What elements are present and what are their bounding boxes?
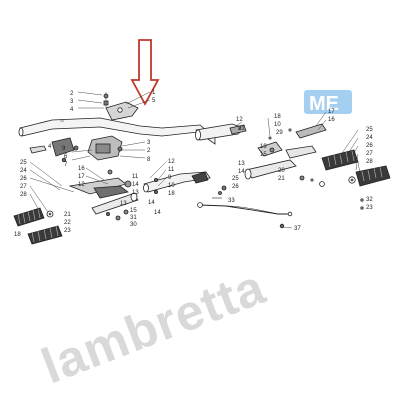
callout: 24 [20,168,27,174]
right-handlebar-tube [195,123,247,141]
callout: 25 [20,160,27,166]
pointer-arrow [130,39,160,106]
callout: 8 [147,157,151,163]
watermark-badge-text: ME [309,93,339,115]
throttle-tube-centre [143,171,211,194]
callouts-right-lower: 32 23 [366,197,373,211]
callout: 37 [294,226,301,232]
callout: 26 [20,176,27,182]
callouts-right-upper: 12 21 10 13 14 29 18 17 16 [236,109,335,175]
handlebar-tube [18,117,216,145]
callout: 13 [238,161,245,167]
right-grip-upper [321,149,359,171]
callout: 9 [168,175,172,181]
left-lever-assembly [68,169,132,199]
callout: 28 [20,192,27,198]
clamp-block-upper [103,92,139,121]
callout: 1 [152,90,156,96]
callout: 30 [130,222,137,228]
callouts-grip-left-bottom: 18 [14,232,21,238]
callout: 17 [78,174,85,180]
callout: 12 [236,117,243,123]
left-grip-upper [13,207,54,227]
callout: 25 [366,127,373,133]
callout: 2 [70,91,74,97]
right-throttle [244,159,325,187]
callouts-grip-left: 25 24 26 27 28 [20,160,27,198]
callouts-right-mid: 19 15 20 21 25 24 26 27 28 [260,127,373,182]
callout: 27 [366,151,373,157]
callout: 6 [64,154,68,160]
callout: 5 [152,98,156,104]
callouts-lever-left: 2 3 1 4 5 6 7 8 9 [62,90,156,168]
callout: 33 [228,198,235,204]
callout: 21 [278,176,285,182]
callouts-grip-left-lower: 16 17 12 11 14 13 30 21 22 23 15 31 14 [64,166,161,234]
callout: 24 [366,135,373,141]
callout: 29 [276,130,283,136]
callout: 18 [168,191,175,197]
callout: 10 [168,183,175,189]
callout: 17 [328,109,335,115]
callout: 21 [64,212,71,218]
callout: 2 [147,148,151,154]
callout: 12 [78,182,85,188]
callout: 14 [238,169,245,175]
callout: 15 [260,152,267,158]
callout: 11 [168,167,175,173]
left-grip-lower [27,225,63,245]
callout: 26 [366,143,373,149]
callout: 20 [278,168,285,174]
callout: 14 [132,182,139,188]
callout: 23 [366,205,373,211]
left-grip-tube [91,192,139,221]
callout: 26 [232,184,239,190]
callout: 16 [328,117,335,123]
callout: 10 [274,122,281,128]
right-grip-lower [348,165,391,210]
callout: 21 [238,126,245,132]
watermark-badge-box [304,90,352,114]
clamp-block-lower [73,135,123,161]
callout: 23 [64,228,71,234]
callouts-cable: 25 26 33 37 [228,176,301,232]
callout: 18 [14,232,21,238]
callout: 16 [78,166,85,172]
callout: 22 [64,220,71,226]
callouts-clamp: 3 2 4 [48,140,151,154]
callout: 18 [274,114,281,120]
callout: 4 [48,144,52,150]
callout: 13 [132,190,139,196]
watermark-badge: ME [304,90,352,115]
callout: 19 [260,144,267,150]
callout: 12 [168,159,175,165]
leader-lines [29,91,361,229]
watermark: lambretta [34,258,273,394]
right-lever-assembly [257,123,327,159]
callout: 14 [154,210,161,216]
callout: 15 [130,208,137,214]
callout: 3 [70,99,74,105]
callout: 4 [70,107,74,113]
callout: 9 [62,146,66,152]
watermark-text: lambretta [34,258,273,394]
callout: 3 [147,140,151,146]
callouts-centre: 12 11 9 10 18 14 13 [120,159,175,207]
callout: 28 [366,159,373,165]
callout: 27 [20,184,27,190]
callout: 11 [132,174,139,180]
callout: 32 [366,197,373,203]
callout: 31 [130,215,137,221]
control-cable [197,185,293,229]
callout: 13 [120,201,127,207]
callout: 7 [64,162,68,168]
callout: 25 [232,176,239,182]
left-lever-small [29,137,75,163]
callout: 14 [148,200,155,206]
